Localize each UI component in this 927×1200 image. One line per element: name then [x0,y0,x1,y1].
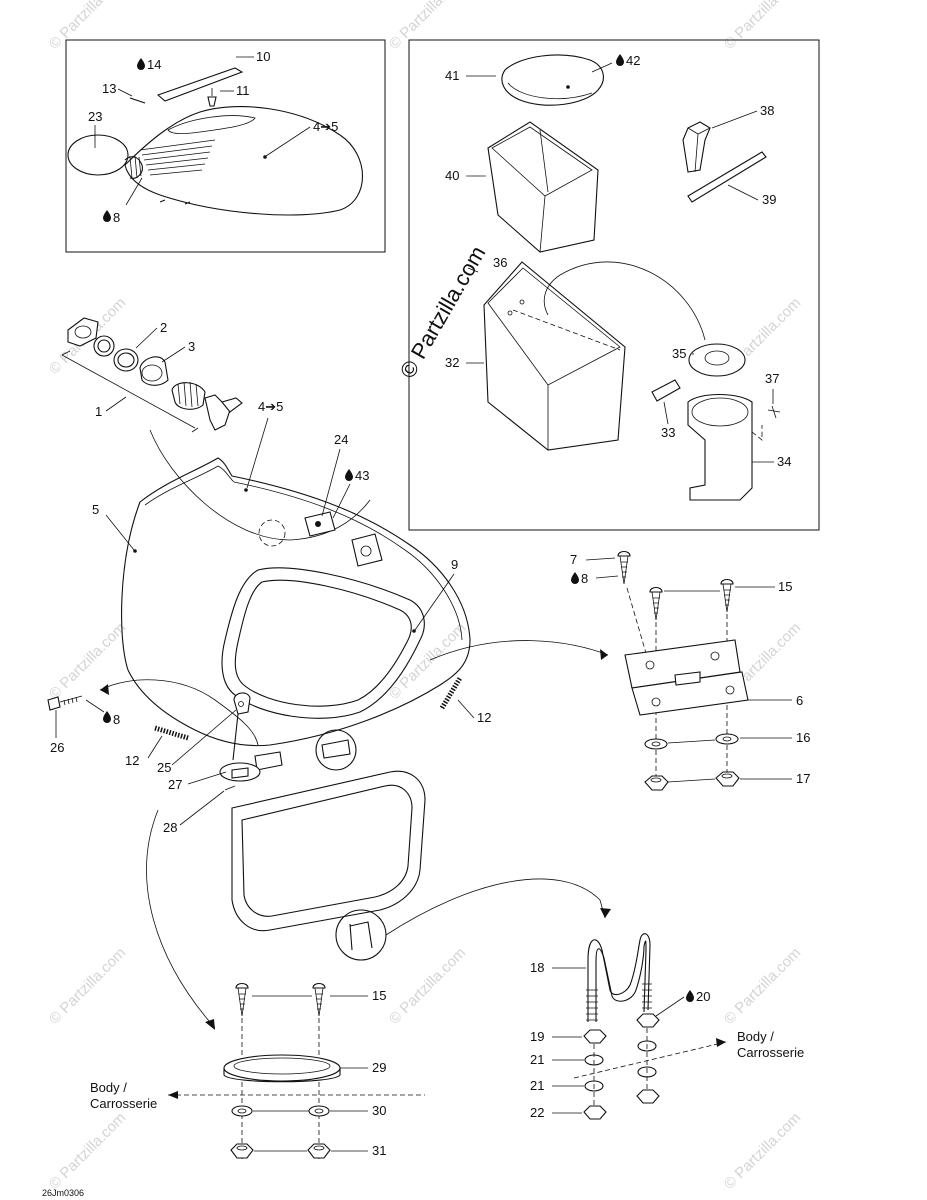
watermark: © Partzilla.com [721,944,804,1027]
ring-mount-assembly [168,982,425,1160]
watermark: © Partzilla.com [46,0,129,53]
callout-27: 27 [168,777,182,792]
callout-28: 28 [163,820,177,835]
callout-13: 13 [102,81,116,96]
u-bolt-assembly [573,933,727,1120]
oil-drop-icon [137,58,145,70]
callout-18: 18 [530,960,544,975]
fill-cap-labels: 1 2 3 [95,320,195,419]
oil-drop-icon [686,990,694,1002]
callout-39: 39 [762,192,776,207]
callout-1: 1 [95,404,102,419]
main-cover [99,429,609,791]
body-note-right-line2: Carrosserie [737,1045,804,1060]
callout-5: 5 [92,502,99,517]
callout-22: 22 [530,1105,544,1120]
callout-4to5-mid: 4➔5 [258,399,283,414]
watermark: © Partzilla.com [386,944,469,1027]
inset-box-storage [408,39,820,531]
callout-31: 31 [372,1143,386,1158]
oil-drop-icon [103,711,111,723]
callout-36: 36 [493,255,507,270]
watermark: © Partzilla.com [386,619,469,702]
body-note-left-line2: Carrosserie [90,1096,157,1111]
storage-inset [467,54,781,501]
callout-12-left: 12 [125,753,139,768]
main-cover-labels: 4➔5 24 43 5 9 12 12 26 8 25 27 28 [47,399,491,835]
u-bolt-labels: 18 20 Body / Carrosserie 19 21 21 22 [530,960,804,1120]
hinge-labels: 7 8 15 6 16 17 [570,552,810,786]
callout-43: 43 [355,468,369,483]
oil-drop-icon [103,210,111,222]
callout-8-right: 8 [581,571,588,586]
reference-code: 26Jm0306 [42,1188,84,1198]
lid-frame [146,770,611,1030]
callout-16: 16 [796,730,810,745]
callout-42: 42 [626,53,640,68]
callout-23: 23 [88,109,102,124]
storage-labels: 41 42 38 40 39 36 32 35 37 33 34 [445,53,791,469]
callout-7: 7 [570,552,577,567]
callout-40: 40 [445,168,459,183]
callout-3: 3 [188,339,195,354]
callout-2: 2 [160,320,167,335]
inset-box-front-cover [65,39,386,253]
watermark: © Partzilla.com [46,944,129,1027]
oil-drop-icon [345,469,353,481]
callout-9: 9 [451,557,458,572]
callout-38: 38 [760,103,774,118]
callout-26: 26 [50,740,64,755]
callout-12-right: 12 [477,710,491,725]
fill-cap-assembly [61,317,243,433]
watermark: © Partzilla.com [46,619,129,702]
watermark: © Partzilla.com [721,1109,804,1192]
callout-6: 6 [796,693,803,708]
callout-15-bottom: 15 [372,988,386,1003]
callout-25: 25 [157,760,171,775]
callout-8-top: 8 [113,210,120,225]
callout-24: 24 [334,432,348,447]
callout-20: 20 [696,989,710,1004]
watermark: © Partzilla.com [721,0,804,53]
callout-10: 10 [256,49,270,64]
oil-drop-icon [616,54,624,66]
callout-32: 32 [445,355,459,370]
callout-33: 33 [661,425,675,440]
ring-mount-labels: 15 29 Body / Carrosserie 30 31 26Jm0306 [42,988,386,1198]
body-note-right-line1: Body / [737,1029,774,1044]
callout-17: 17 [796,771,810,786]
callout-15-right: 15 [778,579,792,594]
callout-35: 35 [672,346,686,361]
callout-21-a: 21 [530,1052,544,1067]
watermark-layer: © Partzilla.com © Partzilla.com © Partzi… [46,0,804,1193]
callout-29: 29 [372,1060,386,1075]
front-cover-labels: 10 14 13 11 23 4➔5 8 [88,49,338,225]
callout-8-left: 8 [113,712,120,727]
callout-11: 11 [236,83,250,98]
body-note-left-line1: Body / [90,1080,127,1095]
callout-4to5-top: 4➔5 [313,119,338,134]
front-cover-inset [67,67,363,216]
watermark: © Partzilla.com [386,0,469,53]
callout-37: 37 [765,371,779,386]
oil-drop-icon [571,572,579,584]
hinge-assembly [617,550,749,791]
watermark: © Partzilla.com [46,1109,129,1192]
callout-14: 14 [147,57,161,72]
callout-30: 30 [372,1103,386,1118]
callout-21-b: 21 [530,1078,544,1093]
callout-41: 41 [445,68,459,83]
callout-34: 34 [777,454,791,469]
callout-19: 19 [530,1029,544,1044]
